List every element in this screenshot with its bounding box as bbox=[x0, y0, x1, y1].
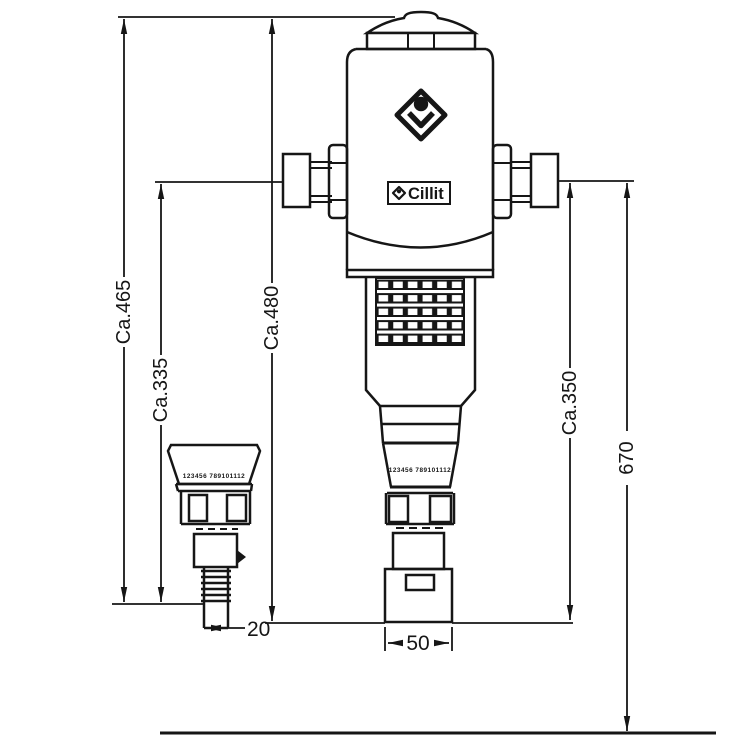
hose-barb-ribs bbox=[201, 569, 231, 603]
backwash-ring-drain bbox=[179, 491, 252, 530]
cap-dome bbox=[362, 10, 480, 35]
dimension-20: 20 bbox=[206, 618, 270, 641]
drain-ring-band bbox=[174, 482, 254, 493]
ring-slot bbox=[225, 493, 248, 523]
flow-direction-arrow-icon bbox=[237, 550, 246, 564]
extension-lines bbox=[112, 16, 634, 624]
dimension-label-ca480: Ca.480 bbox=[261, 286, 283, 351]
dimension-label-ca335: Ca.335 bbox=[150, 358, 172, 423]
drain-outlet-block bbox=[192, 532, 239, 569]
brand-label: Cillit bbox=[408, 185, 444, 203]
dimension-ca350: Ca.350 bbox=[559, 183, 581, 620]
filter-mesh-window bbox=[375, 277, 465, 346]
base-port-rect bbox=[404, 573, 436, 592]
dimension-ca480: Ca.480 bbox=[261, 19, 283, 621]
head-panel-curve bbox=[346, 230, 494, 249]
dimension-670: 670 bbox=[616, 183, 638, 731]
right-pipe-threads bbox=[511, 161, 531, 203]
right-pipe-connection bbox=[491, 143, 560, 220]
right-union-nut bbox=[491, 143, 513, 220]
dimension-ca465: Ca.465 bbox=[113, 19, 135, 602]
backwash-ring-main bbox=[384, 493, 456, 529]
cillit-diamond-logo-icon bbox=[394, 88, 448, 142]
cillit-logo-icon bbox=[391, 185, 407, 201]
ring-slot bbox=[387, 494, 410, 524]
main-filter-unit: Cillit bbox=[281, 10, 560, 624]
bowl-clamp-flange bbox=[345, 268, 495, 279]
hose-barb-connector bbox=[201, 567, 231, 630]
base-block bbox=[383, 567, 454, 624]
graduation-scale-main: 123456 789101112 bbox=[389, 467, 451, 474]
cap-band bbox=[365, 31, 477, 51]
dimension-50: 50 bbox=[384, 627, 453, 655]
ring-slot bbox=[428, 494, 453, 524]
dimension-label-670: 670 bbox=[616, 441, 638, 474]
dimension-ca335: Ca.335 bbox=[150, 184, 172, 602]
left-pipe-connection bbox=[281, 143, 349, 220]
left-pipe-block bbox=[281, 152, 312, 209]
filter-head-body bbox=[345, 47, 495, 279]
lower-stem-block bbox=[391, 531, 446, 571]
dimension-label-ca465: Ca.465 bbox=[113, 280, 135, 345]
left-union-nut bbox=[327, 143, 349, 220]
ring-slot bbox=[187, 493, 209, 523]
dimension-label-ca350: Ca.350 bbox=[559, 371, 581, 436]
dimension-label-20: 20 bbox=[247, 618, 270, 641]
right-pipe-block bbox=[529, 152, 560, 209]
graduation-scale-drain: 123456 789101112 bbox=[183, 473, 245, 480]
brand-label-plate: Cillit bbox=[387, 181, 451, 205]
dimension-label-50: 50 bbox=[406, 632, 429, 655]
drain-adapter-unit: 123456 789101112 bbox=[166, 443, 262, 630]
filter-bowl bbox=[364, 277, 477, 495]
